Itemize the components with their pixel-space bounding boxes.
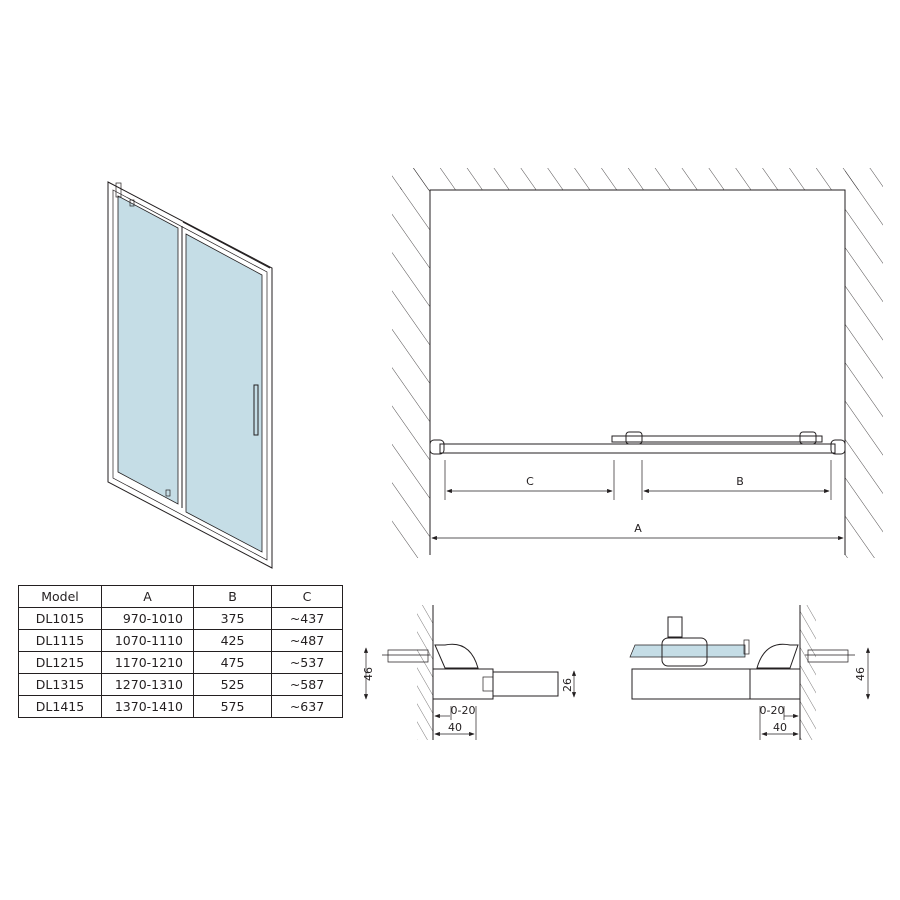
- table-row: DL1415 1370-1410 575 ~637: [18, 695, 343, 718]
- fixed-glass-panel: [117, 195, 179, 505]
- header-b: B: [193, 585, 272, 608]
- label-c: C: [526, 475, 534, 488]
- svg-text:46: 46: [854, 667, 867, 681]
- cell-c: ~487: [271, 629, 343, 652]
- cell-a: 1270-1310: [101, 673, 194, 696]
- header-a: A: [101, 585, 194, 608]
- svg-text:40: 40: [773, 721, 787, 734]
- model-dimensions-table: Model A B C DL1015 970-1010 375 ~437 DL1…: [18, 585, 343, 718]
- label-b: B: [736, 475, 744, 488]
- cell-a: 1070-1110: [101, 629, 194, 652]
- cell-model: DL1315: [18, 673, 102, 696]
- cell-c: ~537: [271, 651, 343, 674]
- svg-text:46: 46: [362, 667, 375, 681]
- svg-text:40: 40: [448, 721, 462, 734]
- cell-model: DL1215: [18, 651, 102, 674]
- right-section-detail: 46 0-20 40: [629, 605, 871, 740]
- glass-section: [629, 644, 746, 658]
- svg-text:0-20: 0-20: [451, 704, 476, 717]
- svg-text:26: 26: [561, 678, 574, 692]
- wall-anchor-icon: [382, 649, 430, 663]
- table-row: DL1215 1170-1210 475 ~537: [18, 651, 343, 674]
- plan-view: C B A: [392, 168, 883, 570]
- cell-b: 425: [193, 629, 272, 652]
- cell-b: 475: [193, 651, 272, 674]
- wall-anchor-icon: [805, 649, 855, 663]
- cell-a: 1170-1210: [101, 651, 194, 674]
- cell-b: 375: [193, 607, 272, 630]
- cell-model: DL1115: [18, 629, 102, 652]
- header-c: C: [271, 585, 343, 608]
- cell-a: 970-1010: [101, 607, 194, 630]
- table-row: DL1015 970-1010 375 ~437: [18, 607, 343, 630]
- sliding-glass-panel: [185, 233, 263, 553]
- label-a: A: [634, 522, 642, 535]
- cell-c: ~637: [271, 695, 343, 718]
- svg-text:0-20: 0-20: [760, 704, 785, 717]
- cell-b: 575: [193, 695, 272, 718]
- cell-c: ~437: [271, 607, 343, 630]
- cell-a: 1370-1410: [101, 695, 194, 718]
- table-row: DL1315 1270-1310 525 ~587: [18, 673, 343, 696]
- cell-model: DL1015: [18, 607, 102, 630]
- door-perspective-view: [107, 181, 273, 569]
- cell-b: 525: [193, 673, 272, 696]
- cell-model: DL1415: [18, 695, 102, 718]
- table-row: DL1115 1070-1110 425 ~487: [18, 629, 343, 652]
- door-handle: [253, 384, 259, 436]
- cell-c: ~587: [271, 673, 343, 696]
- header-model: Model: [18, 585, 102, 608]
- sliding-rail: [611, 435, 823, 443]
- left-section-detail: 46 26 0-20 40: [362, 605, 577, 740]
- table-header-row: Model A B C: [18, 585, 343, 608]
